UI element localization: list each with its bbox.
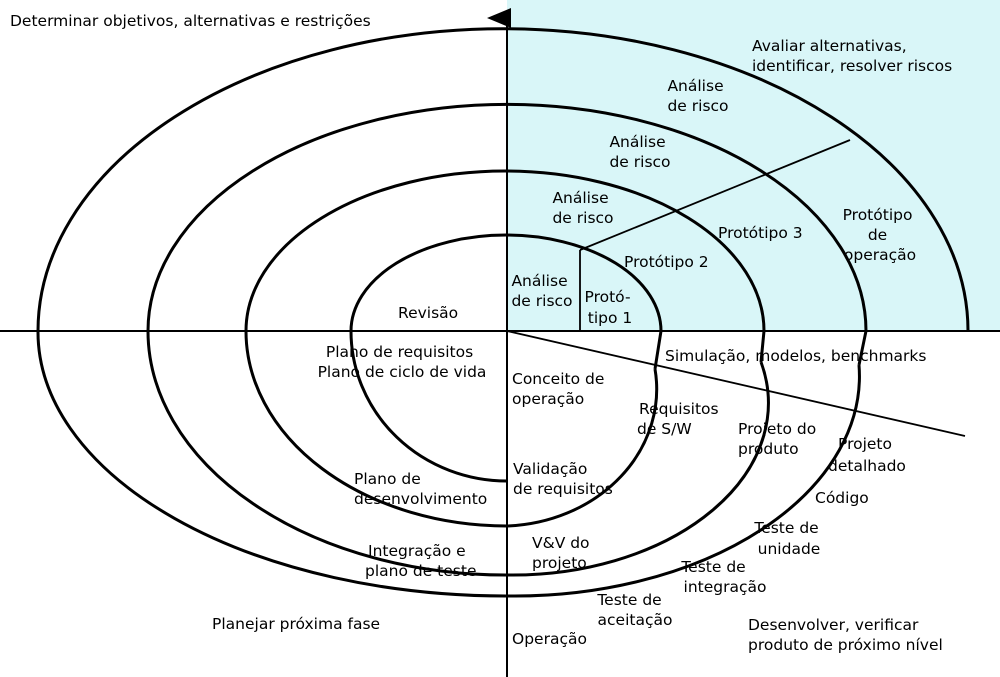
design-vv-label: V&V do projeto bbox=[532, 534, 594, 572]
integration-test-label: Teste de integração bbox=[680, 558, 766, 596]
operational-prototype-label: Protótipo de operação bbox=[843, 206, 918, 264]
risk-analysis-label-4: Análise de risco bbox=[667, 77, 728, 115]
review-label: Revisão bbox=[398, 304, 458, 322]
risk-analysis-label-3: Análise de risco bbox=[609, 133, 670, 171]
acceptance-test-label: Teste de aceitação bbox=[596, 591, 672, 629]
integration-plan-label: Integração e plano de teste bbox=[365, 542, 476, 580]
product-design-label: Projeto do produto bbox=[738, 420, 821, 458]
prototype-3-label: Protótipo 3 bbox=[718, 224, 803, 242]
development-plan-label: Plano de desenvolvimento bbox=[354, 470, 487, 508]
operation-label: Operação bbox=[512, 630, 587, 648]
risk-analysis-label-2: Análise de risco bbox=[552, 189, 613, 227]
spiral-loop-1 bbox=[349, 233, 663, 483]
sw-requirements-label: Requisitos de S/W bbox=[637, 400, 724, 438]
code-label: Código bbox=[815, 489, 869, 507]
quadrant-objectives-label: Determinar objetivos, alternativas e res… bbox=[10, 12, 371, 30]
detailed-design-label: Projeto detalhado bbox=[828, 435, 906, 475]
risk-analysis-label-1: Análise de risco bbox=[511, 272, 572, 310]
unit-test-label: Teste de unidade bbox=[753, 519, 823, 558]
prototype-1-label: Protó- tipo 1 bbox=[585, 288, 636, 327]
simulation-label: Simulação, modelos, benchmarks bbox=[665, 347, 926, 365]
quadrant-planning-label: Planejar próxima fase bbox=[212, 615, 380, 633]
prototype-divider-line bbox=[579, 139, 851, 251]
spiral-loop-2 bbox=[244, 169, 766, 528]
concept-label: Conceito de operação bbox=[512, 370, 609, 408]
requirements-plan-label: Plano de requisitos Plano de ciclo de vi… bbox=[318, 343, 487, 381]
requirements-validation-label: Validação de requisitos bbox=[513, 460, 613, 498]
development-divider-line bbox=[506, 330, 966, 437]
prototype-2-label: Protótipo 2 bbox=[624, 253, 709, 271]
quadrant-risk-label: Avaliar alternativas, identificar, resol… bbox=[752, 37, 952, 75]
quadrant-development-label: Desenvolver, verificar produto de próxim… bbox=[748, 616, 943, 654]
